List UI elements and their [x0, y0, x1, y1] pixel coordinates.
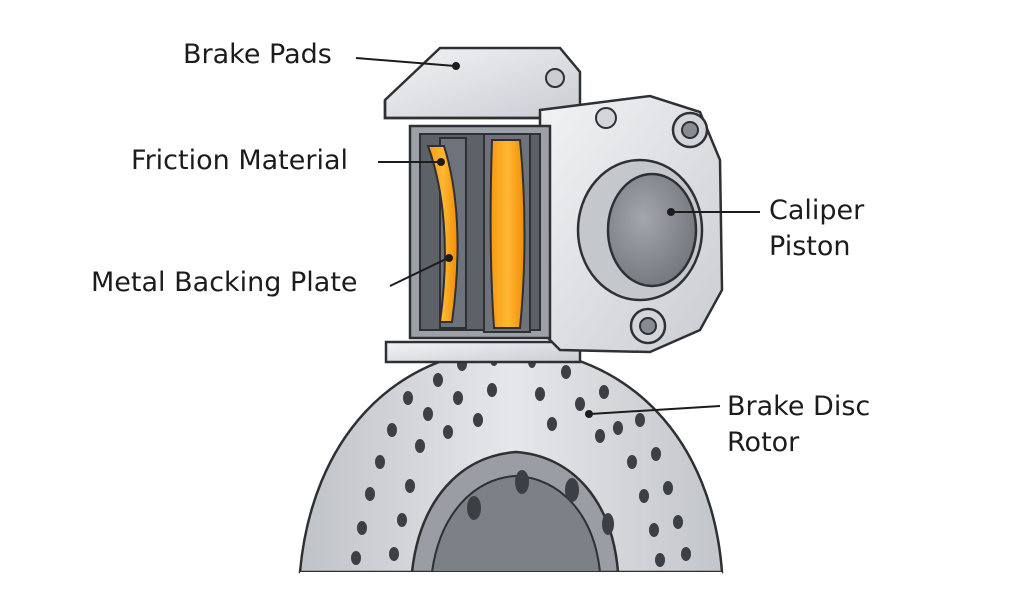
label-caliper-piston: Caliper Piston [769, 193, 864, 265]
rotor-drill-holes [351, 354, 691, 567]
label-caliper-piston-line-2: Piston [769, 231, 851, 262]
caliper-piston [576, 158, 704, 302]
label-brake-disc-rotor-line-2: Rotor [727, 427, 800, 458]
label-caliper-piston-line-1: Caliper [769, 195, 865, 226]
brake-disc-rotor [298, 346, 724, 594]
leader-brake-pads [355, 57, 456, 67]
outer-brake-pad [426, 137, 467, 329]
label-brake-disc-rotor: Brake Disc Rotor [727, 389, 870, 461]
leader-metal-backing-plate [389, 257, 449, 287]
label-metal-backing-plate: Metal Backing Plate [91, 267, 358, 298]
caliper-bracket [383, 46, 582, 364]
leader-lines [355, 57, 760, 418]
label-friction-material: Friction Material [131, 145, 349, 176]
leader-brake-disc-rotor [589, 405, 721, 415]
inner-brake-pad [483, 133, 531, 333]
label-brake-disc-rotor-line-1: Brake Disc [727, 391, 871, 422]
label-brake-pads: Brake Pads [183, 39, 332, 70]
